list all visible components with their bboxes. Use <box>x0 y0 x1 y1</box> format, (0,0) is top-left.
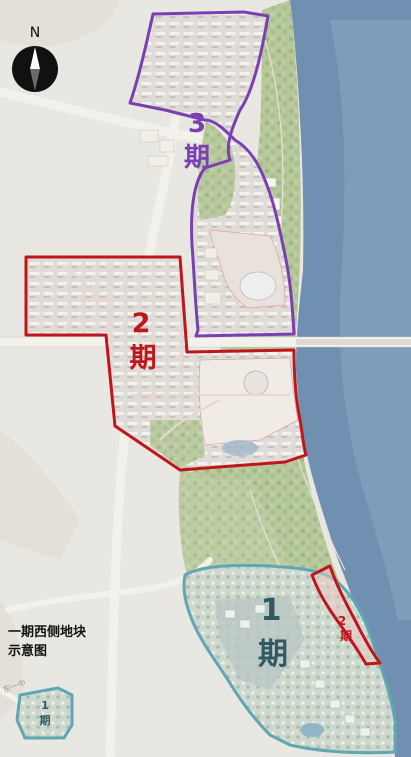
phase-2-east-label: 期 <box>340 628 352 643</box>
inset-parcel-outline <box>15 686 74 740</box>
phase-1-label: 期 <box>258 637 288 672</box>
phase-2-label: 期 <box>130 343 157 374</box>
phase-3-blocks <box>139 129 222 305</box>
inset-caption-line-2: 示意图 <box>8 643 47 659</box>
compass-needle-north <box>30 47 40 69</box>
phase-1-number: 1 <box>261 593 282 628</box>
phase-3-park <box>198 122 236 220</box>
phase-1-roofs <box>215 596 305 690</box>
phase-2-streets <box>40 260 290 441</box>
phase-2-outline <box>24 255 308 472</box>
phase-3-outline <box>128 10 296 338</box>
phase-2-number: 2 <box>132 308 151 339</box>
phase-2-pond <box>222 440 258 456</box>
phase-2-roundabout <box>243 370 269 396</box>
inset-caption-line-1: 一期西侧地块 <box>8 624 87 640</box>
phase-1-villas <box>224 604 371 737</box>
phase-2-east-number: 2 <box>338 614 346 628</box>
inset-parcel-fill <box>17 688 72 738</box>
north-label: N <box>30 25 40 41</box>
compass-needle-south <box>30 69 40 91</box>
phase-2-garden <box>150 420 205 468</box>
land-texture <box>0 0 120 720</box>
phase-3-number: 3 <box>188 109 206 139</box>
phase-1-pool <box>300 723 324 737</box>
inset-parcel-number: 1 <box>41 699 49 712</box>
phase-3-label: 期 <box>184 143 210 173</box>
phase-1-outline <box>182 563 397 755</box>
lake-highlight <box>330 20 411 620</box>
north-arrow: N <box>12 25 58 92</box>
inset-parcel-label: 期 <box>40 713 51 727</box>
phase-3-plaza <box>239 271 277 301</box>
phase-2-east-parcel <box>310 564 382 666</box>
